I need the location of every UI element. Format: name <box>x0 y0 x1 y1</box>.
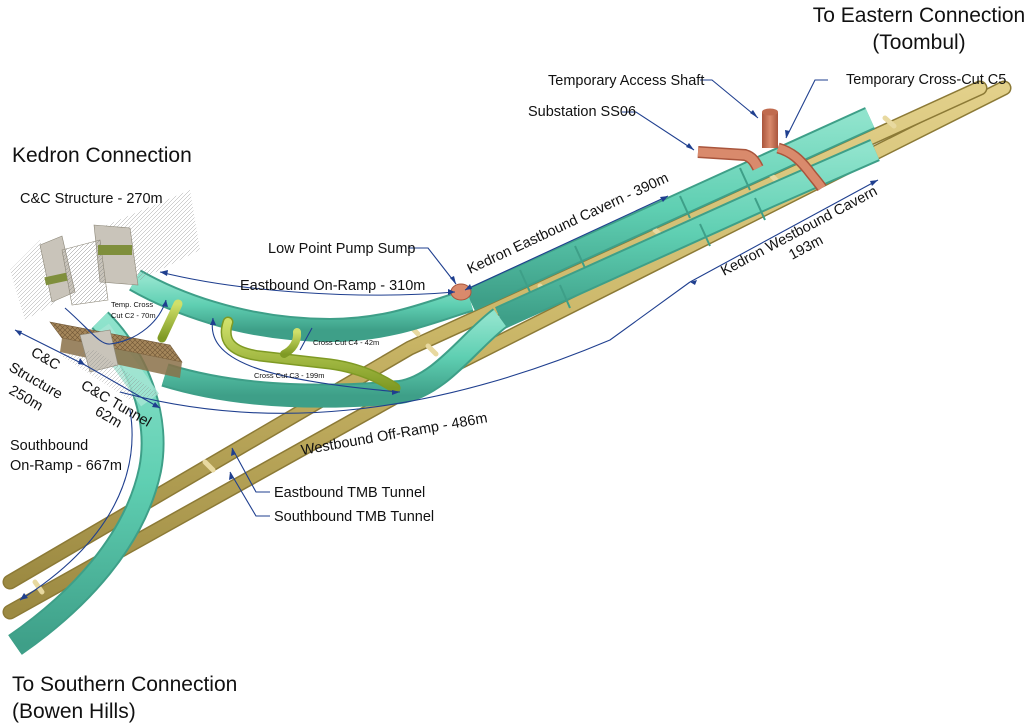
label-eastbound-tmb-tunnel: Eastbound TMB Tunnel <box>274 485 425 501</box>
westbound-off-ramp <box>161 308 508 408</box>
temporary-cross-cut-c5 <box>776 142 827 192</box>
label-cross-cut-c4: Cross Cut C4 - 42m <box>313 338 379 347</box>
cc-structure-270 <box>10 190 200 320</box>
cross-cut-c4 <box>280 328 302 358</box>
label-substation-ss06: Substation SS06 <box>528 104 636 120</box>
cc-structure-250 <box>49 321 183 400</box>
temp-cross-cut-c2 <box>157 299 183 343</box>
label-low-point-pump-sump: Low Point Pump Sump <box>268 241 416 257</box>
substation-ss06 <box>697 146 764 171</box>
label-cross-cut-c3: Cross Cut C3 - 199m <box>254 371 324 380</box>
label-eastbound-on-ramp: Eastbound On-Ramp - 310m <box>240 278 425 294</box>
label-leader-lines <box>229 79 828 517</box>
label-temporary-cross-cut-c5: Temporary Cross-Cut C5 <box>846 72 1006 88</box>
heading-southern-connection-line2: (Bowen Hills) <box>12 700 136 723</box>
kedron-eastbound-cavern <box>465 107 875 311</box>
label-cc-structure-270: C&C Structure - 270m <box>20 191 163 207</box>
cavern-segment-joints <box>519 167 766 309</box>
heading-southern-connection-line1: To Southern Connection <box>12 673 237 696</box>
heading-eastern-connection-line2: (Toombul) <box>872 31 965 54</box>
label-temp-cross-cut-c2-line2: Cut C2 - 70m <box>111 311 156 320</box>
dimension-arrows <box>15 180 878 600</box>
heading-eastern-connection-line1: To Eastern Connection <box>813 4 1024 27</box>
label-southbound-on-ramp-line1: Southbound <box>10 438 88 454</box>
heading-kedron-connection: Kedron Connection <box>12 144 192 167</box>
label-southbound-tmb-tunnel: Southbound TMB Tunnel <box>274 509 434 525</box>
label-temp-cross-cut-c2-line1: Temp. Cross <box>111 300 153 309</box>
temporary-access-shaft <box>762 108 778 148</box>
label-cc-structure-250-line1: C&C <box>28 345 63 374</box>
leader-arrowheads <box>229 110 790 480</box>
eastbound-on-ramp <box>129 269 474 343</box>
cross-cut-c3 <box>220 316 401 394</box>
dimension-lines <box>14 179 879 601</box>
label-temporary-access-shaft: Temporary Access Shaft <box>548 73 704 89</box>
kedron-westbound-cavern <box>495 139 880 329</box>
label-southbound-on-ramp-line2: On-Ramp - 667m <box>10 458 122 474</box>
